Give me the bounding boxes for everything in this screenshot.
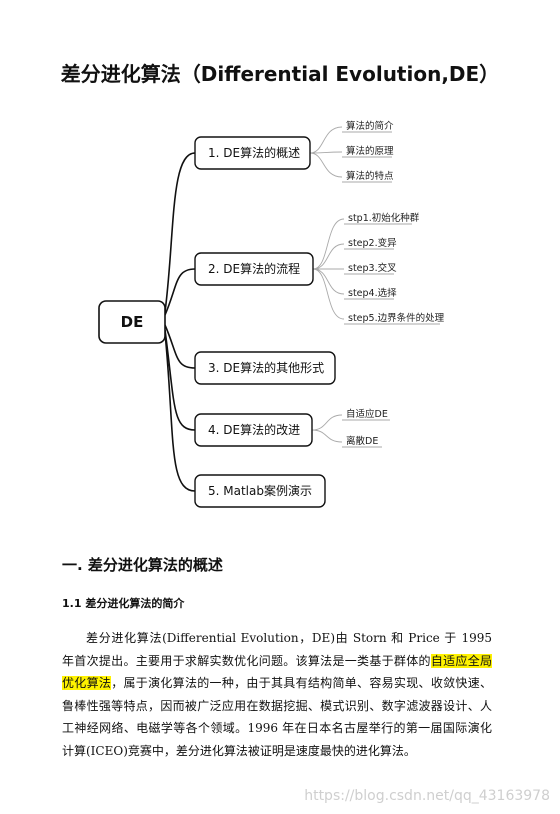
branch-label-5: 5. Matlab案例演示 bbox=[208, 483, 312, 498]
paragraph-text-after: ，属于演化算法的一种，由于其具有结构简单、容易实现、收敛快速、鲁棒性强等特点，因… bbox=[62, 676, 492, 758]
watermark: https://blog.csdn.net/qq_43163978 bbox=[304, 788, 550, 804]
leaf-underlines bbox=[342, 131, 440, 448]
connector-1 bbox=[164, 152, 196, 313]
connector-3 bbox=[164, 324, 196, 369]
leaf-2b: step2.变异 bbox=[348, 237, 397, 249]
branch-node-3: 3. DE算法的其他形式 bbox=[194, 351, 336, 385]
connector-2 bbox=[164, 268, 196, 316]
leaf-2d: step4.选择 bbox=[348, 287, 397, 299]
leaf-connector-1a bbox=[309, 126, 343, 154]
leaf-2a: stp1.初始化种群 bbox=[348, 212, 420, 224]
leaf-connector-1b bbox=[309, 151, 343, 154]
branch-node-4: 4. DE算法的改进 bbox=[194, 413, 313, 447]
leaf-connector-1c bbox=[309, 152, 343, 178]
branch-label-4: 4. DE算法的改进 bbox=[208, 422, 300, 437]
leaf-connector-2b bbox=[312, 243, 345, 270]
root-node: DE bbox=[98, 300, 166, 344]
section-heading: 一. 差分进化算法的概述 bbox=[62, 556, 223, 574]
leaf-connector-2a bbox=[312, 218, 345, 270]
leaf-2e: step5.边界条件的处理 bbox=[348, 312, 445, 324]
branch-node-5: 5. Matlab案例演示 bbox=[194, 474, 326, 508]
branch-node-2: 2. DE算法的流程 bbox=[194, 252, 314, 286]
leaf-connector-2e bbox=[312, 268, 345, 320]
paragraph-text-before: 差分进化算法(Differential Evolution，DE)由 Storn… bbox=[62, 631, 492, 668]
leaf-1c: 算法的特点 bbox=[346, 170, 394, 182]
leaf-1a: 算法的简介 bbox=[346, 120, 394, 132]
leaf-1b: 算法的原理 bbox=[346, 145, 394, 157]
branch-label-3: 3. DE算法的其他形式 bbox=[208, 360, 324, 375]
connector-4 bbox=[164, 329, 196, 431]
branch-label-1: 1. DE算法的概述 bbox=[208, 145, 300, 160]
connector-5 bbox=[164, 332, 196, 492]
branch-label-2: 2. DE算法的流程 bbox=[208, 261, 300, 276]
subsection-heading: 1.1 差分进化算法的简介 bbox=[62, 597, 185, 610]
root-connectors bbox=[164, 152, 196, 492]
root-label: DE bbox=[121, 313, 144, 331]
leaf-connector-2d bbox=[312, 268, 345, 295]
leaves-branch-4: 自适应DE 离散DE bbox=[346, 408, 388, 447]
leaf-connectors bbox=[309, 126, 345, 443]
leaf-4a: 自适应DE bbox=[346, 408, 388, 420]
leaves-branch-1: 算法的简介 算法的原理 算法的特点 bbox=[346, 120, 394, 182]
leaf-4b: 离散DE bbox=[346, 435, 378, 447]
leaf-2c: step3.交叉 bbox=[348, 262, 397, 274]
leaves-branch-2: stp1.初始化种群 step2.变异 step3.交叉 step4.选择 st… bbox=[348, 212, 445, 324]
document-title: 差分进化算法（Differential Evolution,DE） bbox=[60, 62, 500, 86]
mindmap-diagram: DE 1. DE算法的概述 2. DE算法的流程 3. DE算法的其他形式 4.… bbox=[98, 120, 445, 508]
branch-node-1: 1. DE算法的概述 bbox=[194, 136, 311, 170]
body-paragraph: 差分进化算法(Differential Evolution，DE)由 Storn… bbox=[62, 627, 492, 763]
leaf-connector-4a bbox=[311, 414, 343, 431]
leaf-connector-4b bbox=[311, 429, 343, 443]
